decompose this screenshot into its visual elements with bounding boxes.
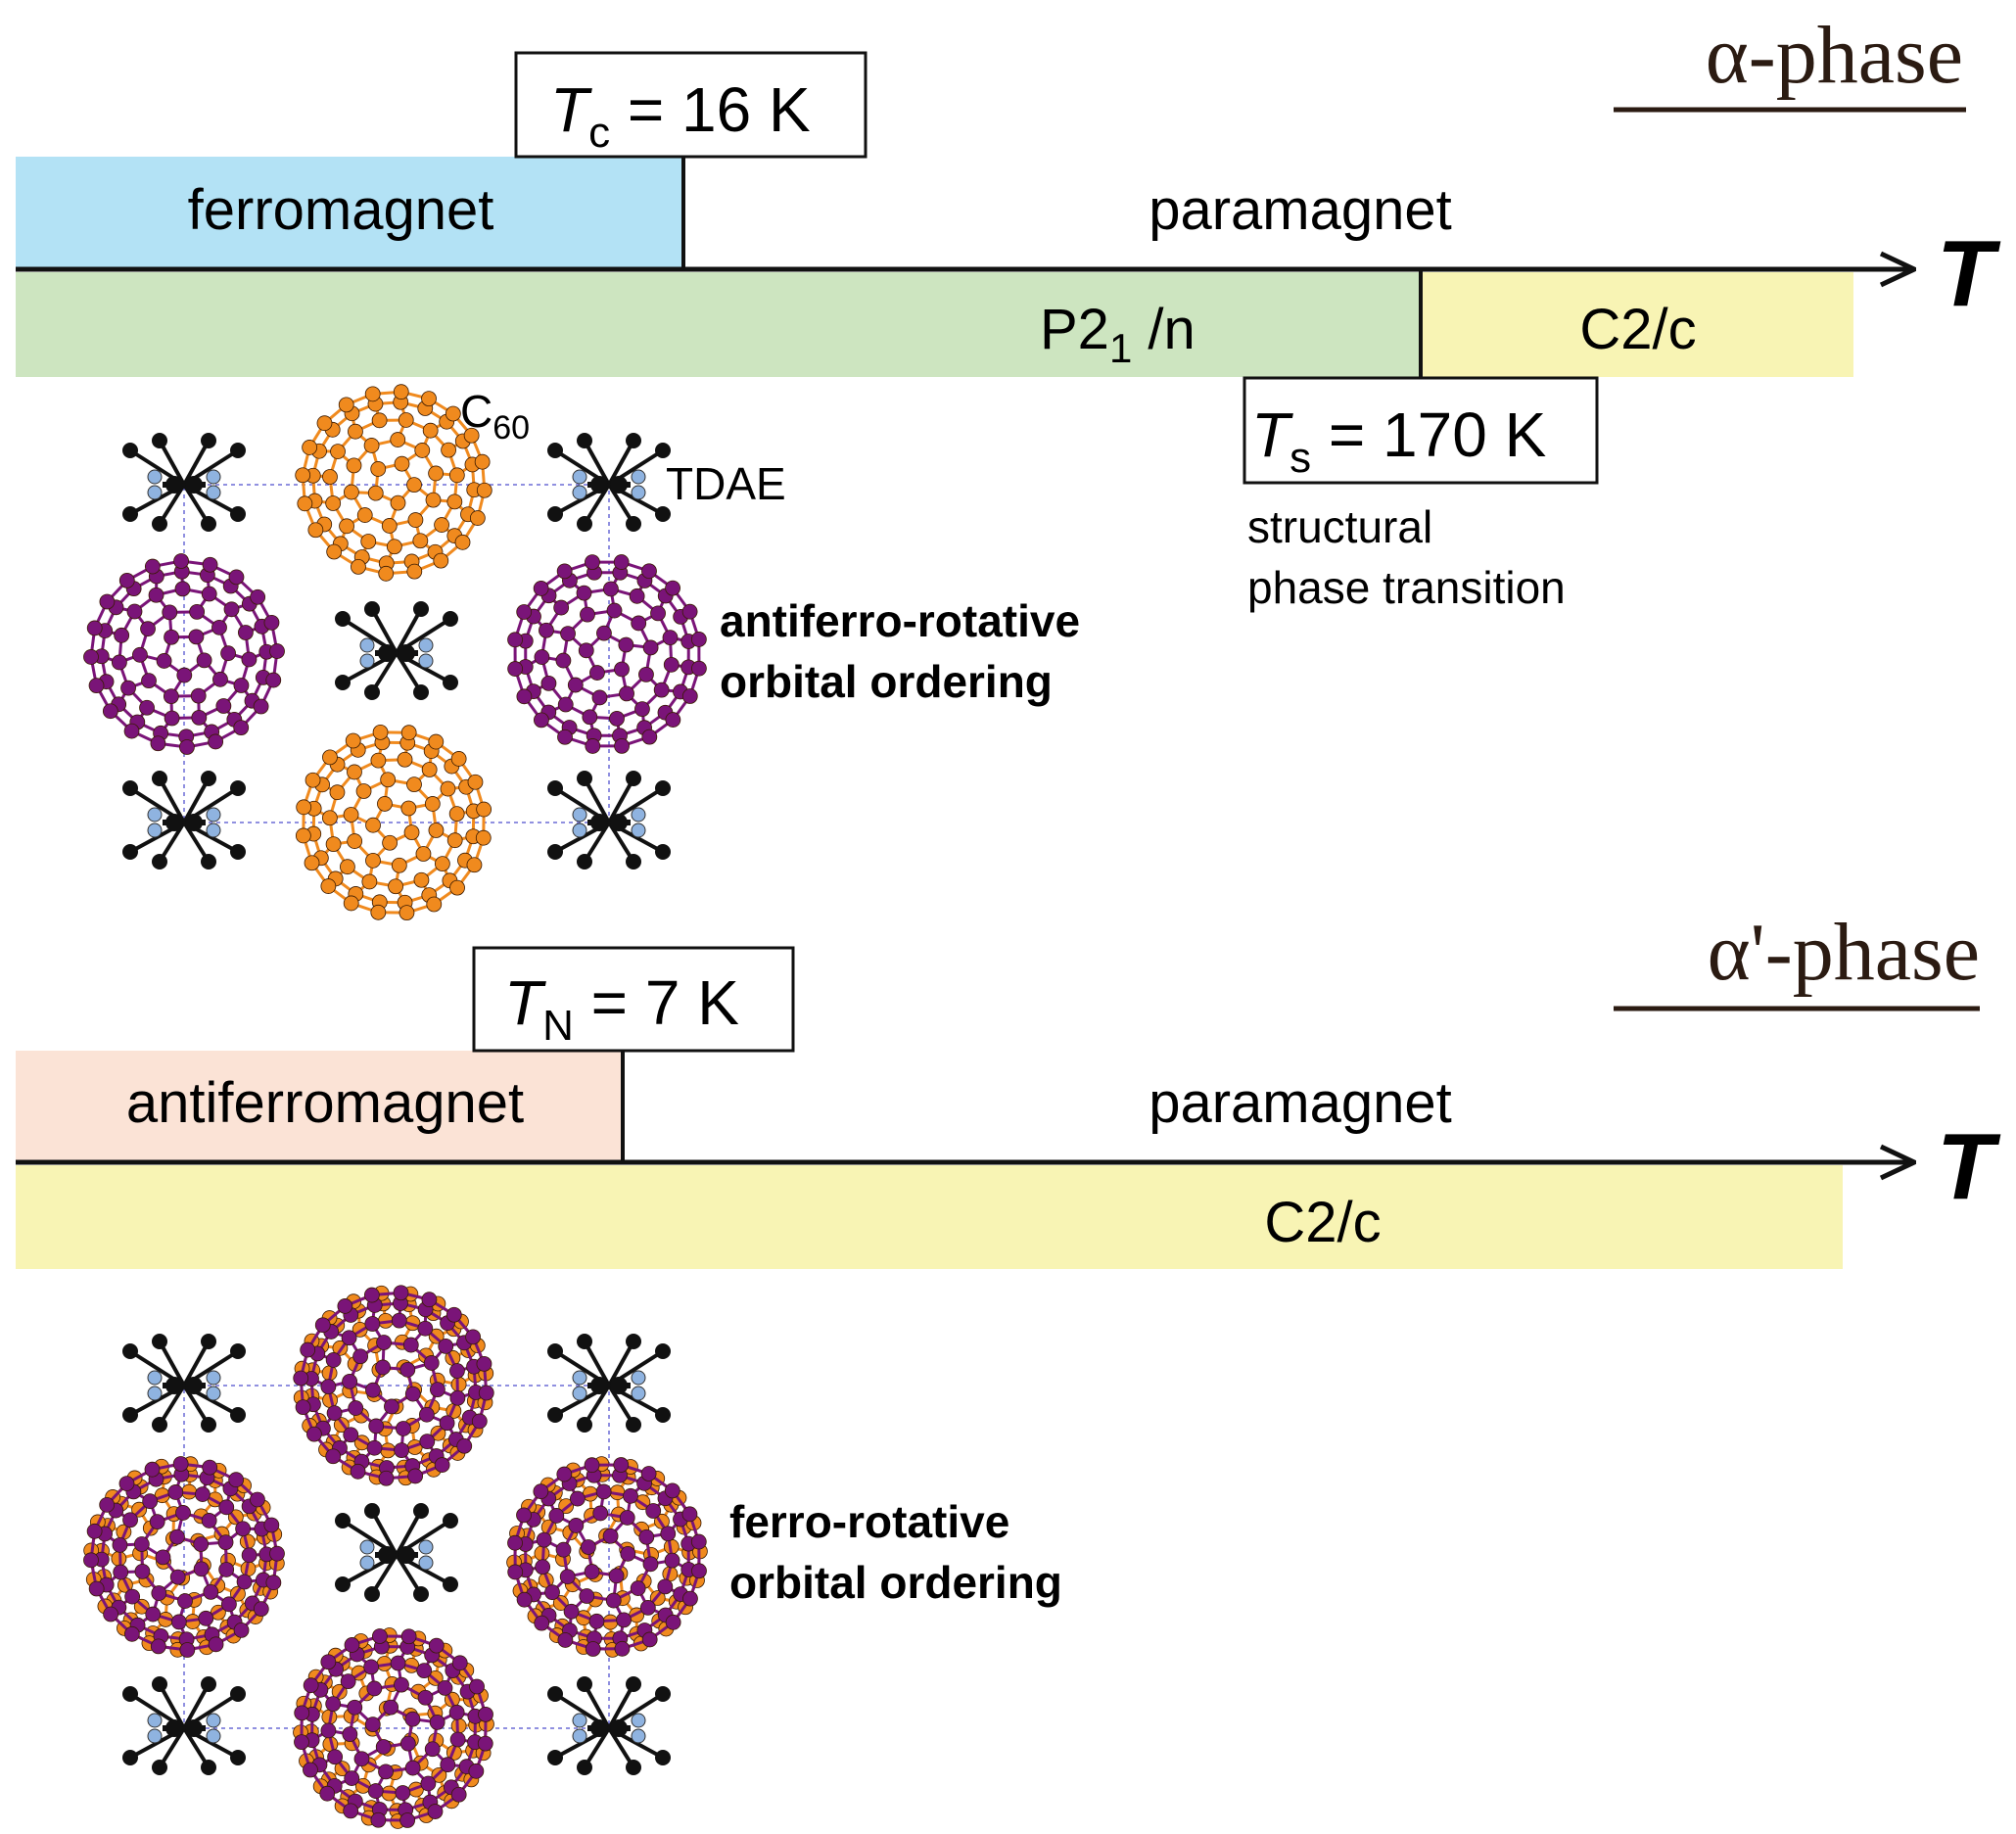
tdae-molecule (122, 433, 246, 532)
tdae-label: TDAE (666, 458, 786, 509)
tdae-molecule (122, 771, 246, 870)
paramagnet-label-alpha: paramagnet (1149, 178, 1452, 242)
c60-label: C60 (460, 386, 530, 447)
c60-molecule-orange (295, 384, 492, 582)
tn-box (472, 946, 795, 1053)
axis-label-t-alpha: T (1937, 221, 2001, 326)
alpha-phase-title: α-phase (1706, 10, 1963, 101)
tdae-molecule (335, 601, 458, 700)
antiferromagnet-region (16, 1051, 623, 1162)
tc-text: Tc = 16 K (550, 74, 811, 157)
c2c-region-alpha-prime (16, 1165, 1843, 1269)
alpha-phase-section: α-phase ferromagnet paramagnet Tc = 16 K… (16, 10, 2001, 921)
alpha-prime-crystal-structure (83, 1285, 708, 1829)
c60-molecule-orange (295, 724, 492, 921)
tdae-molecule (547, 1334, 671, 1433)
c2c-region-alpha (1420, 272, 1853, 377)
structural-note-line2: phase transition (1247, 562, 1566, 613)
p21n-region (16, 272, 1420, 377)
tdae-molecule (547, 771, 671, 870)
alpha-prime-phase-title: α'-phase (1708, 907, 1980, 998)
ts-box (1242, 376, 1599, 485)
ts-text: Ts = 170 K (1251, 400, 1546, 482)
c60-molecule-mixed (506, 1456, 708, 1658)
c60-molecule-purple (507, 554, 707, 754)
orbital-ordering-label-alpha: orbital ordering (720, 656, 1053, 707)
alpha-prime-phase-section: α'-phase antiferromagnet paramagnet TN =… (16, 907, 2001, 1829)
c60-molecule-mixed (293, 1285, 494, 1486)
antiferro-rotative-label: antiferro-rotative (720, 595, 1080, 646)
ferromagnet-label: ferromagnet (188, 178, 494, 242)
c2c-label-alpha: C2/c (1579, 298, 1696, 361)
tdae-molecule (335, 1503, 458, 1602)
paramagnet-label-alpha-prime: paramagnet (1149, 1071, 1452, 1135)
tc-box (514, 51, 867, 159)
tdae-molecule (122, 1676, 246, 1775)
c60-molecule-mixed (83, 1456, 285, 1658)
tdae-molecule (122, 1334, 246, 1433)
c60-molecule-mixed (293, 1627, 494, 1829)
c60-molecule-purple (83, 553, 285, 755)
structural-note-line1: structural (1247, 501, 1432, 552)
tdae-molecule (547, 433, 671, 532)
unit-cell-alpha-prime (183, 1385, 610, 1729)
orbital-ordering-label-alpha-prime: orbital ordering (729, 1557, 1062, 1608)
p21n-label: P21 /n (1040, 298, 1196, 371)
alpha-crystal-structure (83, 384, 707, 921)
antiferromagnet-label: antiferromagnet (126, 1071, 524, 1135)
ferromagnet-region (16, 157, 683, 268)
axis-label-t-alpha-prime: T (1937, 1114, 2001, 1219)
c2c-label-alpha-prime: C2/c (1264, 1191, 1381, 1254)
tn-text: TN = 7 K (504, 967, 739, 1050)
ferro-rotative-label: ferro-rotative (729, 1496, 1009, 1547)
unit-cell-alpha (183, 484, 610, 823)
tdae-molecule (547, 1676, 671, 1775)
